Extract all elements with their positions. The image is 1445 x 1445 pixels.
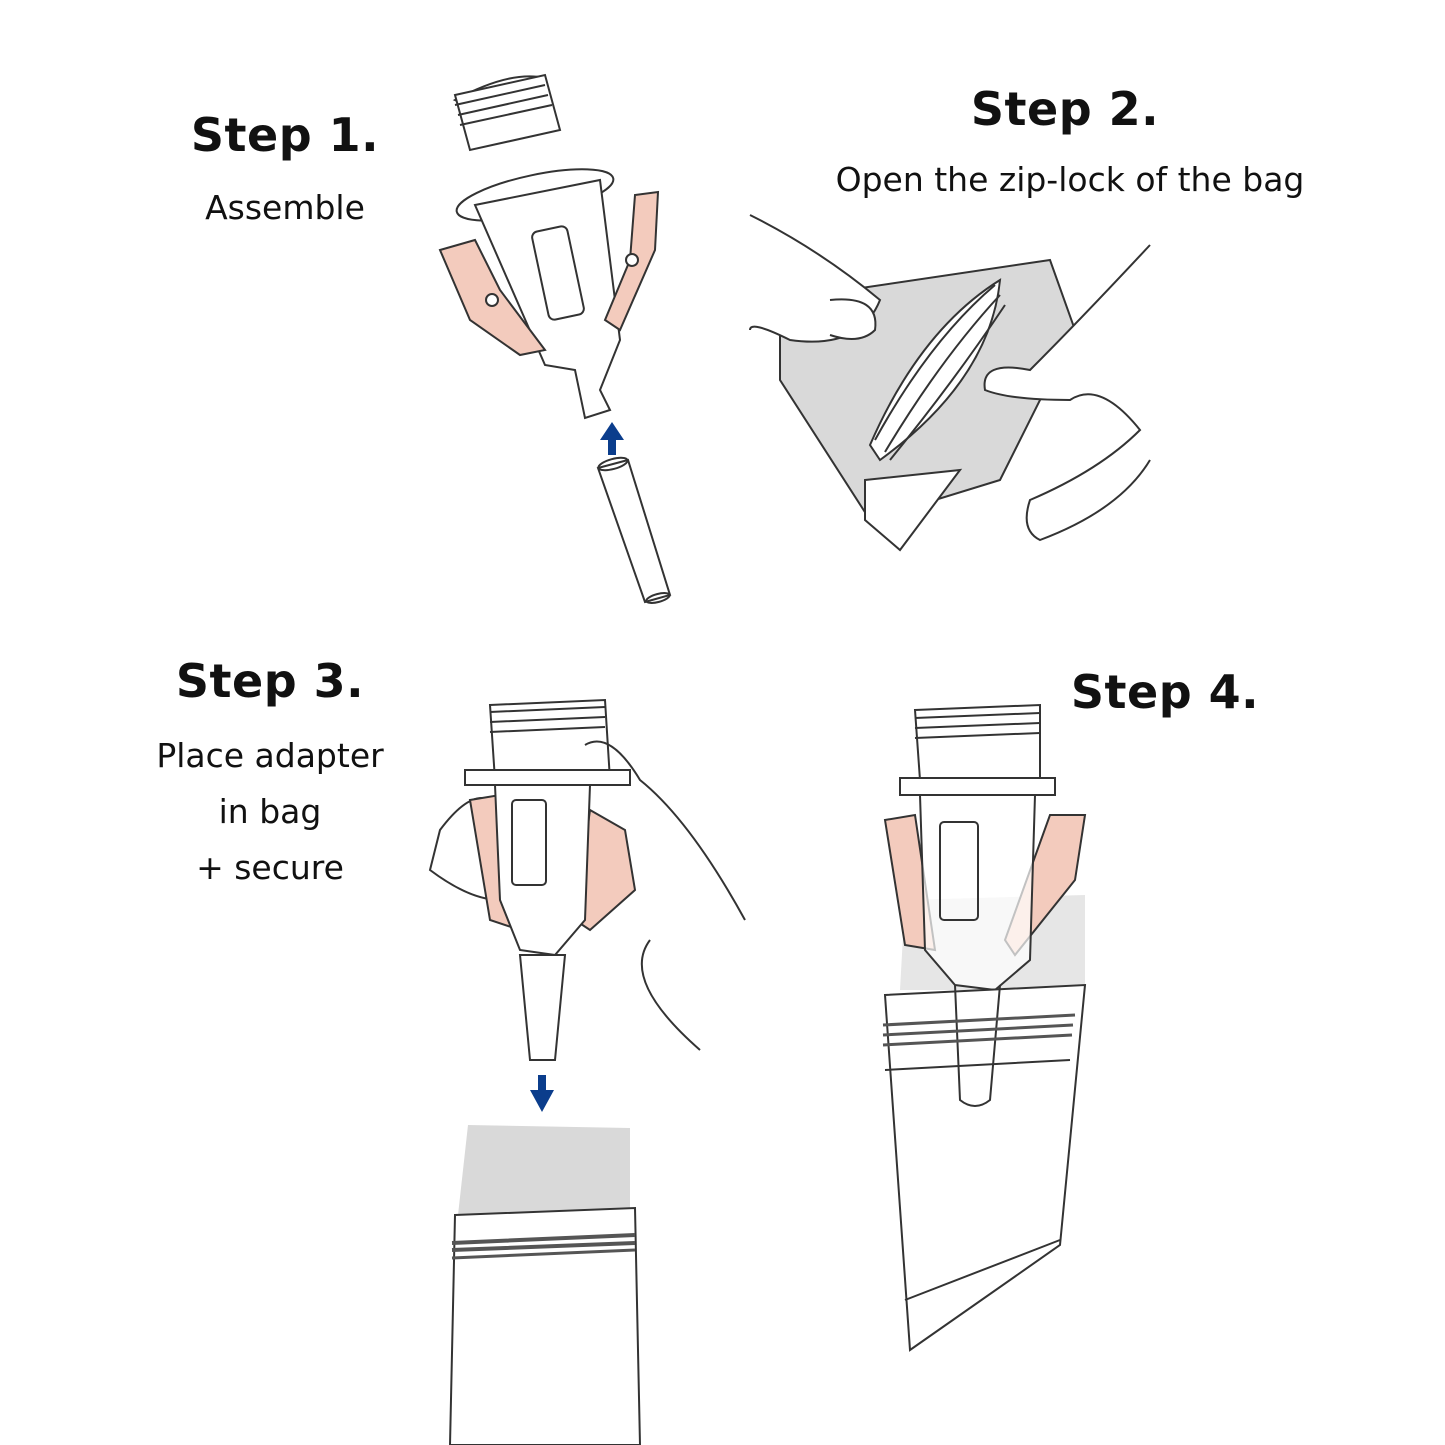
step-3-hand-and-adapter [428,698,746,1061]
step-3-bag [448,1125,642,1445]
step-2-bag-illustration [749,214,1151,552]
step-3-down-arrow-icon [530,1075,554,1112]
step-3-title: Step 3. [175,654,365,708]
step-1-caption: Assemble [205,188,365,227]
step-2-caption: Open the zip-lock of the bag [835,160,1305,199]
step-3-caption-line-1: Place adapter [156,736,384,775]
step-3-caption-line-2: in bag [218,792,322,831]
step-1-up-arrow-icon [600,422,624,455]
step-3-caption-line-3: + secure [196,848,344,887]
step-1-title: Step 1. [190,108,380,162]
step-4-adapter-in-bag [882,703,1087,1352]
step-1-adapter-illustration [438,73,660,420]
step-1-nozzle [596,456,672,604]
step-4-title: Step 4. [1070,665,1260,719]
step-2-title: Step 2. [970,82,1160,136]
